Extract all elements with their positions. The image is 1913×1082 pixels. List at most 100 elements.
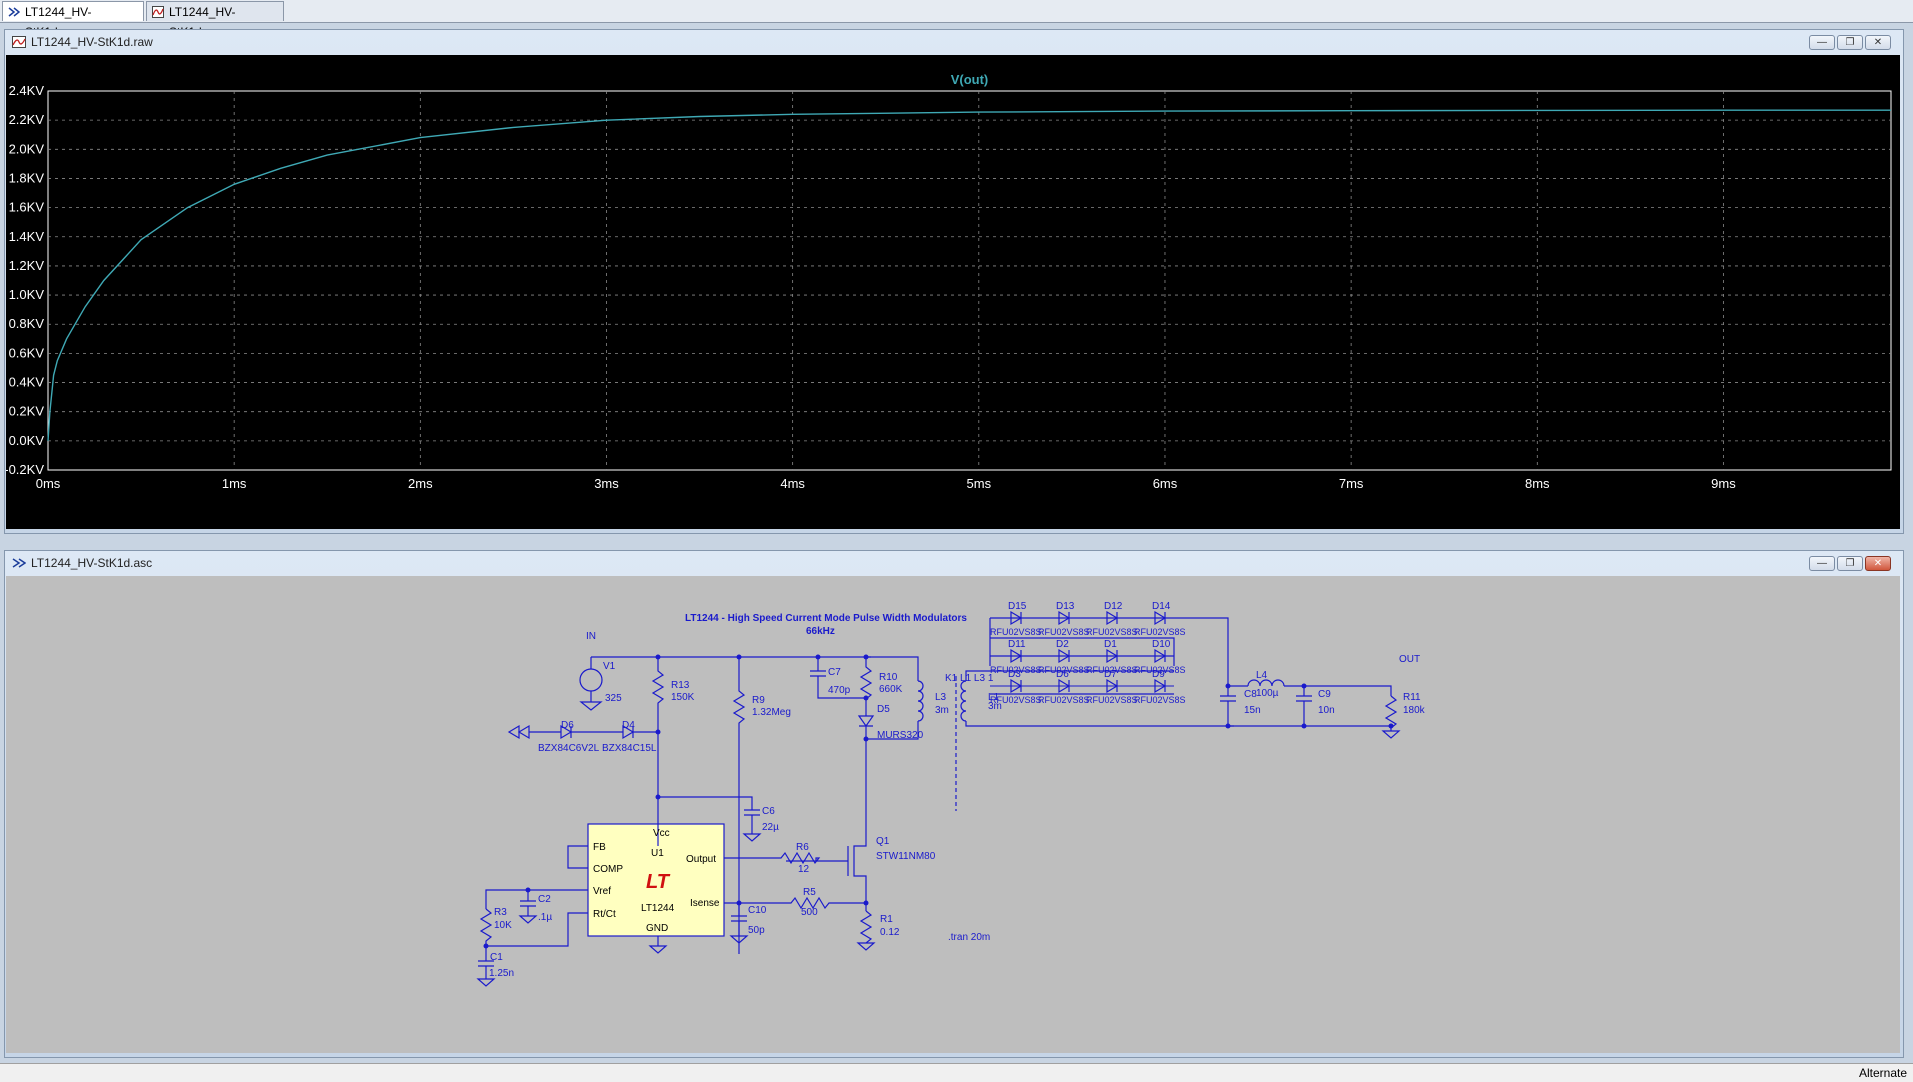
q1-ref[interactable]: Q1 [876, 836, 890, 847]
c2-ref[interactable]: C2 [538, 894, 551, 905]
waveform-window-titlebar[interactable]: LT1244_HV-StK1d.raw [5, 30, 1903, 54]
diode-symbol[interactable] [1058, 678, 1071, 694]
r11-ref[interactable]: R11 [1403, 692, 1421, 703]
minimize-button[interactable]: — [1809, 35, 1835, 50]
diode-part[interactable]: RFU02VS8S [990, 695, 1042, 705]
tran-directive[interactable]: .tran 20m [948, 932, 990, 943]
diode-ref[interactable]: D10 [1152, 639, 1171, 650]
v1-value[interactable]: 325 [605, 693, 622, 704]
waveform-plot[interactable]: -0.2KV0.0KV0.2KV0.4KV0.6KV0.8KV1.0KV1.2K… [4, 55, 1900, 529]
restore-button[interactable]: ❐ [1837, 556, 1863, 571]
c6-ref[interactable]: C6 [762, 806, 775, 817]
r1-value[interactable]: 0.12 [880, 927, 900, 938]
d4-ref[interactable]: D4 [622, 720, 635, 731]
diode-part[interactable]: RFU02VS8S [1086, 627, 1138, 637]
trace-vout[interactable] [47, 109, 1891, 441]
schematic-window-titlebar[interactable]: LT1244_HV-StK1d.asc [5, 551, 1903, 575]
r13-value[interactable]: 150K [671, 692, 695, 703]
r6-ref[interactable]: R6 [796, 842, 809, 853]
net-label-in[interactable]: IN [586, 631, 596, 642]
diode-ref[interactable]: D15 [1008, 601, 1027, 612]
r3-ref[interactable]: R3 [494, 907, 507, 918]
r5-value[interactable]: 500 [801, 907, 818, 918]
diode-ref[interactable]: D1 [1104, 639, 1117, 650]
diode-symbol[interactable] [1058, 648, 1071, 664]
ic-part[interactable]: LT1244 [641, 903, 675, 914]
l3-value[interactable]: 3m [935, 705, 949, 716]
q1-value[interactable]: STW11NM80 [876, 851, 936, 862]
d5-ref[interactable]: D5 [877, 704, 890, 715]
l3-ref[interactable]: L3 [935, 692, 947, 703]
diode-part[interactable]: RFU02VS8S [1134, 627, 1186, 637]
diode-ref[interactable]: D3 [1008, 669, 1021, 680]
restore-button[interactable]: ❐ [1837, 35, 1863, 50]
diode-ref[interactable]: D7 [1104, 669, 1117, 680]
diode-symbol[interactable] [1154, 678, 1167, 694]
diode-ref[interactable]: D9 [1152, 669, 1165, 680]
close-button[interactable]: ✕ [1865, 556, 1891, 571]
trace-title[interactable]: V(out) [951, 72, 989, 87]
diode-ref[interactable]: D2 [1056, 639, 1069, 650]
diode-symbol[interactable] [1010, 678, 1023, 694]
c8-ref[interactable]: C8 [1244, 689, 1257, 700]
tab-schematic[interactable]: LT1244_HV-StK1d.asc [2, 1, 144, 39]
r10-value[interactable]: 660K [879, 684, 903, 695]
d4-value[interactable]: BZX84C15L [602, 743, 657, 754]
l4-value[interactable]: 100µ [1256, 688, 1279, 699]
diode-ref[interactable]: D12 [1104, 601, 1123, 612]
l1-value[interactable]: 3m [988, 701, 1002, 712]
c7-ref[interactable]: C7 [828, 667, 841, 678]
diode-symbol[interactable] [1010, 648, 1023, 664]
net-label-out[interactable]: OUT [1399, 654, 1420, 665]
tab-waveform[interactable]: LT1244_HV-StK1d.raw [146, 1, 284, 39]
diode-symbol[interactable] [1106, 678, 1119, 694]
r10-ref[interactable]: R10 [879, 672, 898, 683]
diode-symbol[interactable] [1154, 610, 1167, 626]
r6-value[interactable]: 12 [798, 864, 810, 875]
c1-value[interactable]: 1.25n [489, 968, 514, 979]
r11-value[interactable]: 180k [1403, 705, 1426, 716]
c6-value[interactable]: 22µ [762, 822, 779, 833]
diode-symbol[interactable] [1010, 610, 1023, 626]
c2-value[interactable]: .1µ [538, 912, 552, 923]
diode-part[interactable]: RFU02VS8S [1134, 695, 1186, 705]
r1-ref[interactable]: R1 [880, 914, 893, 925]
c7-value[interactable]: 470p [828, 685, 851, 696]
diode-symbol[interactable] [1106, 648, 1119, 664]
diode-part[interactable]: RFU02VS8S [990, 665, 1042, 675]
r13-ref[interactable]: R13 [671, 680, 690, 691]
minimize-button[interactable]: — [1809, 556, 1835, 571]
c10-ref[interactable]: C10 [748, 905, 767, 916]
diode-part[interactable]: RFU02VS8S [1134, 665, 1186, 675]
r3-value[interactable]: 10K [494, 920, 512, 931]
c9-ref[interactable]: C9 [1318, 689, 1331, 700]
diode-symbol[interactable] [1058, 610, 1071, 626]
diode-ref[interactable]: D6 [1056, 669, 1069, 680]
diode-part[interactable]: RFU02VS8S [1038, 695, 1090, 705]
diode-part[interactable]: RFU02VS8S [990, 627, 1042, 637]
c9-value[interactable]: 10n [1318, 705, 1335, 716]
diode-symbol[interactable] [1154, 648, 1167, 664]
diode-part[interactable]: RFU02VS8S [1038, 627, 1090, 637]
diode-ref[interactable]: D13 [1056, 601, 1075, 612]
diode-ref[interactable]: D14 [1152, 601, 1171, 612]
diode-symbol[interactable] [1106, 610, 1119, 626]
diode-part[interactable]: RFU02VS8S [1038, 665, 1090, 675]
d5-value[interactable]: MURS320 [877, 730, 924, 741]
close-button[interactable]: ✕ [1865, 35, 1891, 50]
c8-value[interactable]: 15n [1244, 705, 1261, 716]
l4-ref[interactable]: L4 [1256, 670, 1268, 681]
ic-ref[interactable]: U1 [651, 848, 664, 859]
v1-ref[interactable]: V1 [603, 661, 616, 672]
diode-part[interactable]: RFU02VS8S [1086, 665, 1138, 675]
k1-statement[interactable]: K1 L1 L3 1 [945, 673, 994, 684]
diode-ref[interactable]: D11 [1008, 639, 1026, 650]
c10-value[interactable]: 50p [748, 925, 765, 936]
l1-ref[interactable]: L1 [988, 692, 1000, 703]
c1-ref[interactable]: C1 [490, 952, 503, 963]
r5-ref[interactable]: R5 [803, 887, 816, 898]
r9-ref[interactable]: R9 [752, 695, 765, 706]
